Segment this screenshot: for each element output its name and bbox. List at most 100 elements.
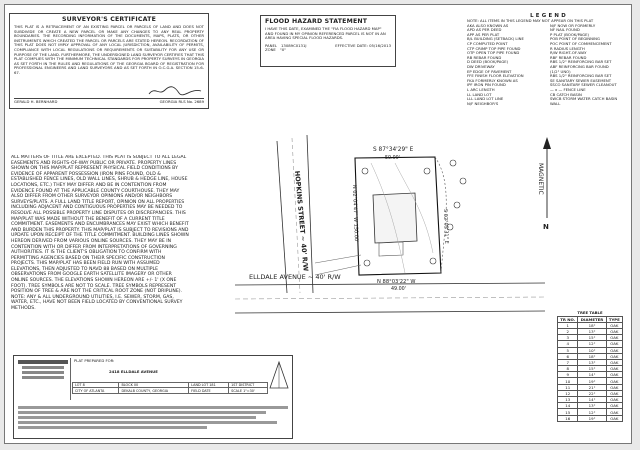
house-footprint — [372, 192, 418, 244]
legend-entry: NF NAIL FOUND — [550, 28, 580, 33]
tree-table-header: TR NO. — [556, 315, 579, 323]
legend-entry: D DEED (BOOK/PAGE) — [467, 60, 509, 65]
legend-entry: RBS 1/2" REINFORCING BAR SET — [550, 74, 612, 79]
legend-entry: WALL — [550, 101, 561, 106]
contour-line-1 — [394, 162, 434, 254]
tree-symbol — [361, 167, 369, 175]
tree-symbol — [459, 177, 467, 185]
porch — [378, 241, 404, 257]
legend-entry: P PLAT (BOOK/PAGE) — [550, 32, 589, 37]
tree-table-cell: 19" — [577, 414, 607, 422]
legend-entry: EP EDGE OF PAVEMENT — [467, 69, 512, 74]
elldale-avenue-label: ELLDALE AVENUE ~ 40' R/W — [249, 273, 341, 281]
legend-entry: N/F NOW OR FORMERLY — [550, 23, 596, 28]
prepared-for-label: PLAT PREPARED FOR: — [74, 358, 115, 363]
legend-entry: RBS 1/2" REINFORCING BAR SET — [550, 60, 612, 65]
surveyor-name: GERALD H. BERNHARD — [14, 99, 58, 105]
legend-entry: R/W RIGHT-OF-WAY — [550, 51, 587, 56]
revision-notes — [18, 404, 288, 431]
tree-symbol — [453, 201, 461, 209]
legend-entry: (1/2" UNO) — [550, 69, 571, 74]
legend-intro: NOTE: ALL ITEMS IN THIS LEGEND MAY NOT A… — [467, 18, 594, 23]
legend-entry: N/F NEIGHBOR'S — [467, 101, 499, 106]
lot-info-cell: DEKALB COUNTY, GEORGIA — [118, 387, 190, 394]
surveyor-certificate: SURVEYOR'S CERTIFICATE THIS PLAT IS A RE… — [9, 13, 209, 109]
tree-symbol — [429, 257, 437, 265]
driveway — [314, 254, 362, 276]
legend-entry: RB REBAR FOUND — [467, 55, 502, 60]
legend-entry: IPF IRON PIN FOUND — [467, 83, 506, 88]
surveyor-heading: SURVEYOR'S CERTIFICATE — [61, 16, 157, 23]
bearing-top: S 87°34'29" E — [373, 147, 414, 153]
plat-sheet: SURVEYOR'S CERTIFICATE THIS PLAT IS A RE… — [4, 4, 632, 444]
lot-info-cell: SCALE 1"=30' — [228, 387, 268, 394]
legend-entry: L ARC LENGTH — [467, 87, 495, 92]
flood-hazard-statement: FLOOD HAZARD STATEMENT I HAVE THIS DATE,… — [260, 15, 396, 67]
legend-entry: AKA ALSO KNOWN AS — [467, 23, 509, 28]
tree-table-cell: OAK — [605, 414, 624, 422]
tree-table-header: DIAMETER — [577, 315, 607, 323]
north-arrow: MAGNETIC N — [537, 137, 551, 231]
legend-entry: CB CATCH BASIN — [550, 92, 582, 97]
site-plan: HOPKINS STREET ~ 40' R/W ELLDALE AVENUE … — [234, 134, 551, 314]
legend-entry: B/L BUILDING (SETBACK) LINE — [467, 37, 524, 42]
legend-entry: FFE FINISH FLOOR ELEVATION — [467, 74, 524, 79]
distance-top: 50.00' — [385, 155, 400, 161]
contour-line-2 — [370, 162, 406, 274]
legend-entry: — x — FENCE LINE — [550, 87, 586, 92]
title-block: PLAT PREPARED FOR: 2418 ELLDALE AVENUE L… — [13, 355, 293, 439]
bearing-left: N 02°04'47" W 150.00' — [351, 185, 359, 243]
legend-entry: SSCO SANITARY SEWER CLEANOUT — [550, 83, 617, 88]
hopkins-street-centerline — [291, 137, 301, 294]
hopkins-street-edge-right — [306, 134, 314, 294]
legend-entry: LL LAND LOT — [467, 92, 492, 97]
legend-entry: POB POINT OF BEGINNING — [550, 37, 600, 42]
legend-entry: APD AS PER DEED — [467, 28, 502, 33]
legend-entry: FKA FORMERLY KNOWN AS — [467, 78, 518, 83]
legend-entry: CTP CRIMP TOP PIPE FOUND — [467, 46, 521, 51]
distance-bottom: 49.00' — [391, 286, 406, 292]
elldale-avenue-edge-top — [234, 282, 546, 286]
tree-symbols — [361, 159, 467, 267]
elldale-avenue-edge-bottom — [234, 310, 546, 314]
legend-entry: CP COMPUTED POINT — [467, 41, 508, 46]
parcel-boundary — [354, 156, 442, 276]
hopkins-street-edge-left — [276, 140, 288, 294]
effective-date: EFFECTIVE DATE: 05/16/2013 — [335, 42, 391, 48]
north-label: N — [543, 223, 549, 231]
surveyor-body: THIS PLAT IS A RETRACEMENT OF AN EXISTIN… — [14, 24, 204, 75]
lot-info-cell: FIELD DATE — [188, 387, 230, 394]
general-notes: ALL MATTERS OF TITLE ARE EXCEPTED. THIS … — [11, 155, 189, 312]
tree-symbol — [449, 159, 457, 167]
elldale-avenue-centerline — [234, 296, 546, 300]
property-address: 2418 ELLDALE AVENUE — [109, 369, 158, 374]
tree-symbol — [446, 223, 454, 231]
signature-image — [148, 86, 202, 96]
bearing-bottom: N 88°03'22" W — [377, 279, 416, 285]
legend: L E G E N D NOTE: ALL ITEMS IN THIS LEGE… — [467, 13, 629, 139]
magnetic-label: MAGNETIC — [537, 163, 544, 195]
tree-symbol — [423, 167, 431, 175]
panel-value: 13089C0131J — [281, 42, 307, 48]
legend-entry: LLL LAND LOT LINE — [467, 97, 504, 102]
tree-symbol — [363, 259, 371, 267]
